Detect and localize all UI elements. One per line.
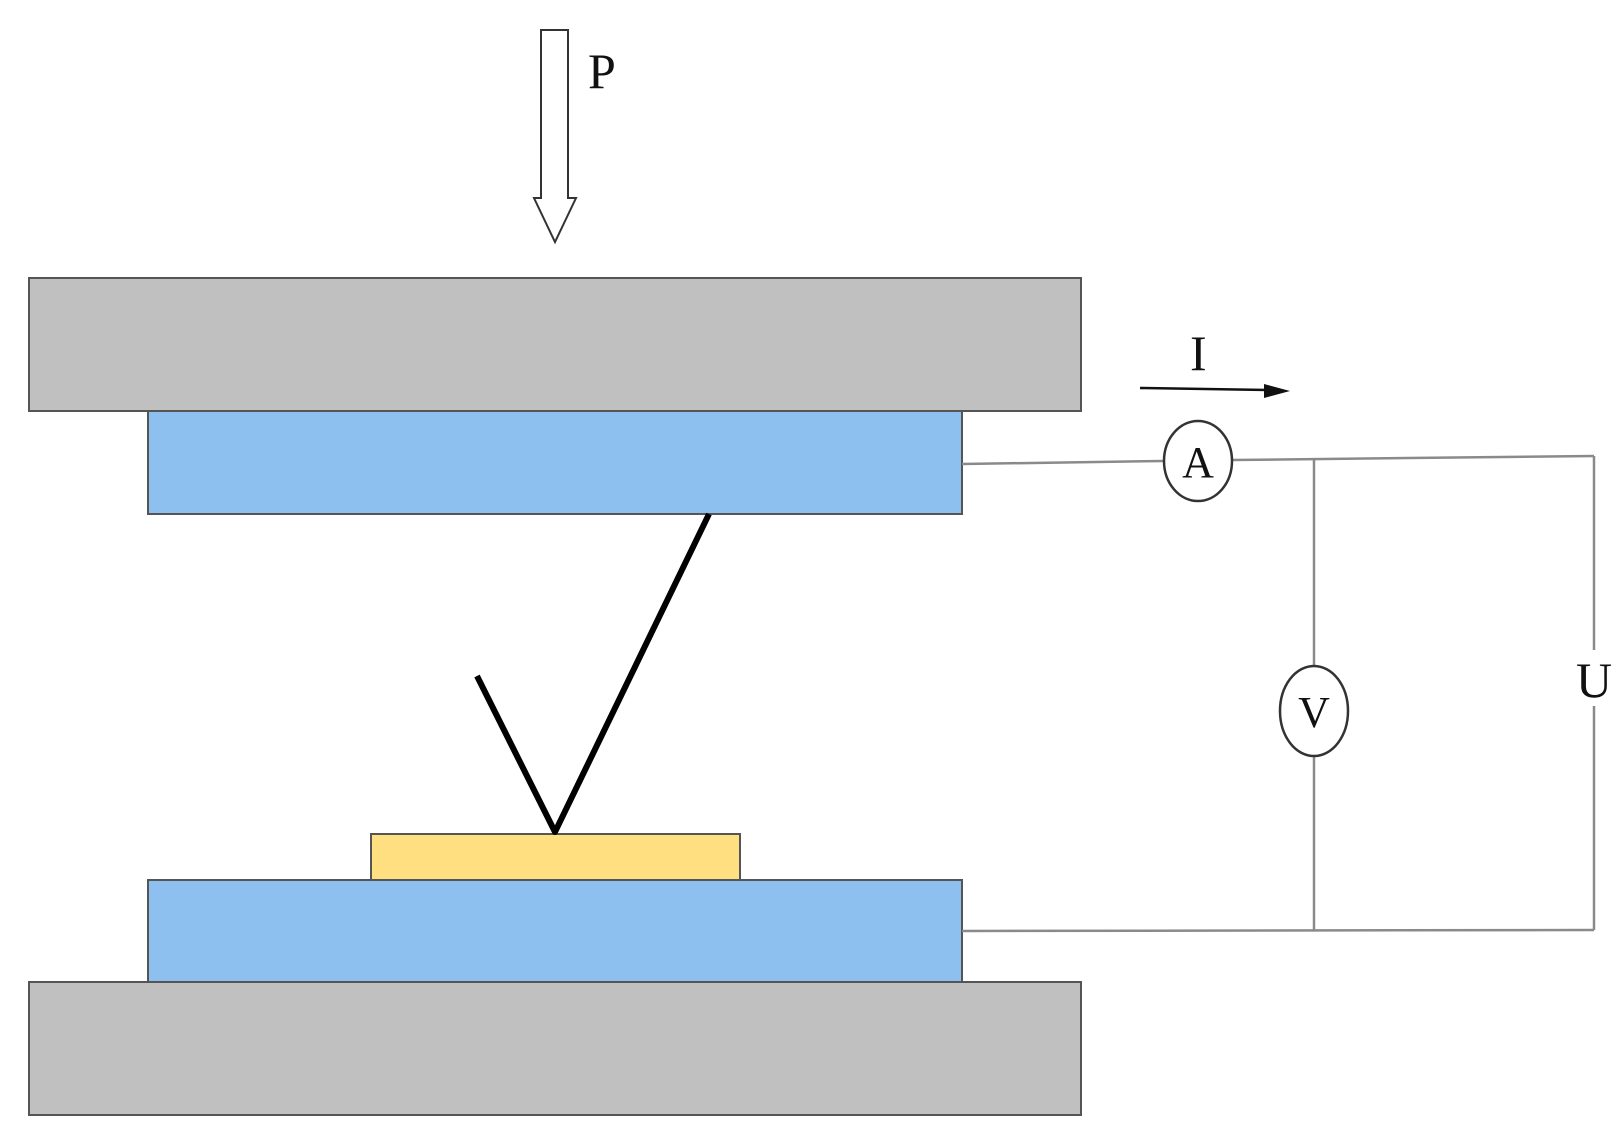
upper-electrode: [147, 410, 963, 515]
sample-layer: [370, 833, 741, 881]
voltmeter: V: [1278, 664, 1350, 758]
ammeter-label: A: [1182, 438, 1214, 487]
force-label: P: [588, 43, 616, 99]
voltage-source-label: U: [1576, 652, 1612, 708]
lower-electrode: [147, 879, 963, 983]
lower-press-plate: [28, 981, 1082, 1116]
ammeter: A: [1162, 419, 1234, 503]
v-shaped-probe: [474, 512, 712, 835]
circuit-wires: [961, 454, 1596, 933]
force-arrow: [532, 29, 578, 245]
upper-press-plate: [28, 277, 1082, 412]
current-label: I: [1190, 325, 1207, 381]
current-arrow: [1139, 384, 1290, 398]
voltmeter-label: V: [1298, 688, 1330, 737]
